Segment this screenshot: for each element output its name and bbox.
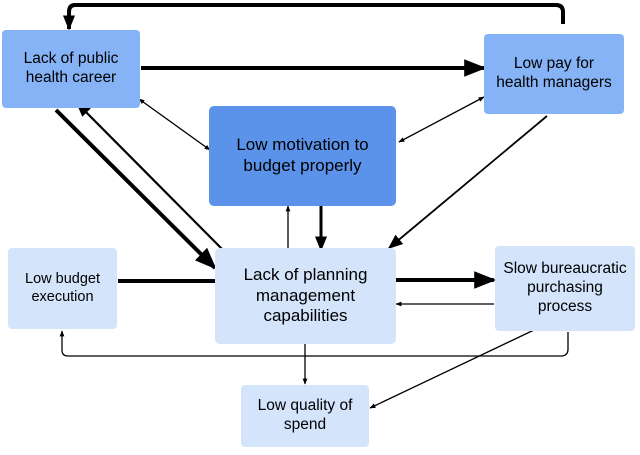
node-public-health-career: Lack of public health career <box>2 30 140 108</box>
arrow-low-pay-motivation <box>398 96 485 143</box>
node-slow-purchasing-label: Slow bureaucratic purchasing process <box>503 260 627 315</box>
node-low-pay: Low pay for health managers <box>484 34 624 114</box>
node-low-quality-spend-label: Low quality of spend <box>257 397 353 433</box>
node-low-motivation-label: Low motivation to budget properly <box>236 135 369 175</box>
node-planning-capabilities-label: Lack of planning management capabilities <box>243 264 368 326</box>
arrow-low-pay-to-career-loop <box>63 2 565 31</box>
node-low-pay-label: Low pay for health managers <box>496 55 612 91</box>
arrow-planning-to-career <box>75 101 226 253</box>
node-low-motivation: Low motivation to budget properly <box>209 106 396 206</box>
arrow-purchasing-to-budget-execution <box>59 330 569 357</box>
arrow-low-pay-to-planning <box>387 115 548 249</box>
node-low-budget-execution-label: Low budget execution <box>25 270 100 305</box>
arrow-career-motivation <box>138 98 211 151</box>
node-slow-purchasing: Slow bureaucratic purchasing process <box>495 246 635 331</box>
arrow-purchasing-to-quality <box>369 329 535 409</box>
node-low-quality-spend: Low quality of spend <box>241 385 369 447</box>
arrow-career-to-planning <box>54 108 217 270</box>
node-public-health-career-label: Lack of public health career <box>23 50 119 86</box>
node-low-budget-execution: Low budget execution <box>8 248 117 329</box>
node-planning-capabilities: Lack of planning management capabilities <box>215 248 396 344</box>
